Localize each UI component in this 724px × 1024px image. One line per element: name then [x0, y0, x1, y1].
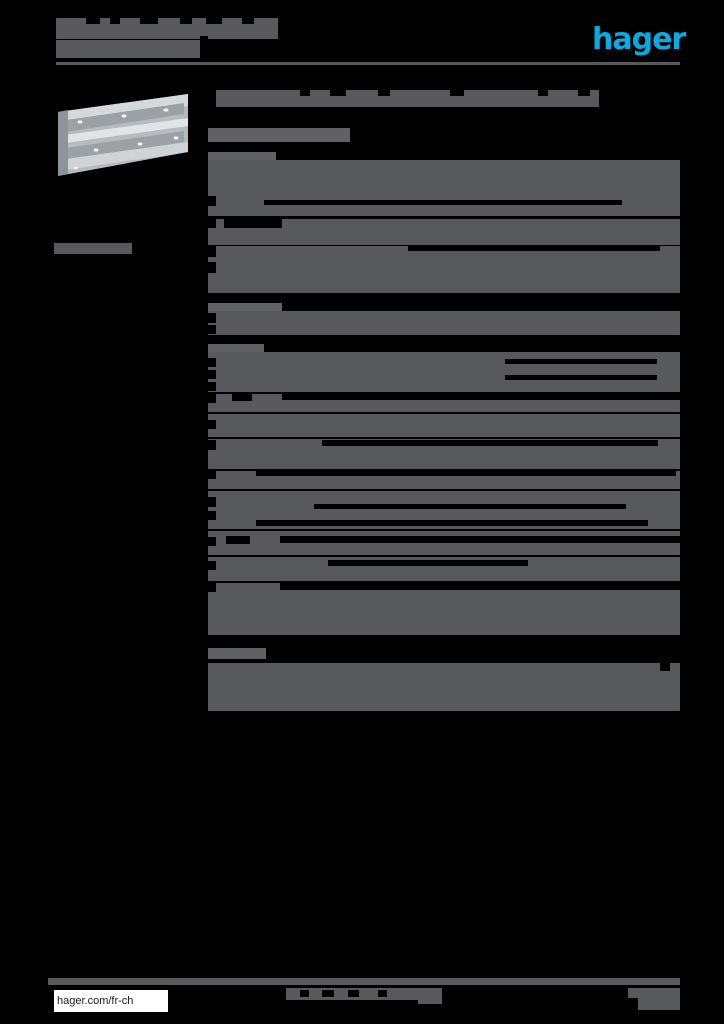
row-separator	[208, 370, 216, 379]
row-separator	[208, 325, 216, 334]
row-separator	[208, 497, 216, 507]
row-separator	[226, 536, 250, 544]
row-separator	[208, 394, 216, 403]
spec-table-block	[208, 311, 680, 335]
row-separator	[232, 394, 252, 401]
header-divider	[56, 62, 680, 65]
intro-line-redacted	[208, 128, 350, 142]
row-separator	[208, 358, 216, 367]
section-heading-redacted	[208, 152, 276, 161]
spec-table-block	[208, 160, 680, 216]
footer-url-highlight	[54, 990, 168, 1012]
hager-logo[interactable]: hager	[592, 22, 686, 57]
section-heading-redacted	[208, 303, 282, 312]
footer-glyph-gap	[348, 990, 359, 997]
row-separator	[208, 561, 216, 570]
title-glyph-gap	[206, 18, 222, 24]
row-separator	[208, 262, 216, 273]
title-glyph-gap	[140, 18, 158, 24]
row-separator	[208, 511, 216, 520]
section-heading-redacted	[208, 344, 264, 353]
row-rule	[322, 440, 658, 446]
heading-glyph-gap	[450, 90, 464, 96]
spec-table-block	[208, 531, 680, 555]
footer-glyph-gap	[286, 1000, 418, 1006]
row-separator	[208, 219, 216, 228]
footer-glyph-gap	[322, 990, 334, 997]
main-heading-redacted	[216, 90, 599, 107]
row-rule	[505, 375, 657, 380]
row-rule	[256, 471, 676, 476]
document-subtitle-redacted	[56, 40, 200, 58]
footer-divider	[48, 978, 680, 985]
heading-glyph-gap	[578, 90, 590, 96]
spec-table-block	[208, 219, 680, 245]
title-glyph-gap	[86, 18, 100, 24]
spec-table-block	[208, 663, 680, 711]
row-rule	[314, 504, 626, 509]
row-separator	[208, 471, 216, 479]
row-rule	[280, 536, 680, 543]
spec-table-block	[208, 414, 680, 437]
spec-table-block	[208, 352, 680, 392]
spec-table-block	[208, 583, 680, 635]
product-image	[54, 88, 194, 186]
row-rule	[328, 560, 528, 566]
row-rule	[282, 394, 680, 400]
section-heading-redacted	[208, 648, 266, 659]
row-rule	[505, 359, 657, 364]
row-separator	[208, 382, 216, 391]
heading-glyph-gap	[538, 90, 548, 96]
row-rule	[408, 246, 660, 251]
row-separator	[208, 420, 216, 429]
heading-glyph-gap	[330, 90, 346, 96]
row-separator	[208, 246, 216, 257]
row-rule	[256, 520, 648, 526]
row-rule	[280, 582, 680, 590]
footer-glyph-gap	[378, 990, 387, 997]
spec-table-block	[208, 246, 680, 293]
title-glyph-gap	[200, 36, 208, 48]
row-separator	[660, 663, 670, 671]
row-separator	[224, 219, 282, 228]
title-glyph-gap	[180, 18, 192, 24]
footer-url-link[interactable]: hager.com/fr-ch	[57, 995, 134, 1007]
row-separator	[208, 583, 216, 592]
row-separator	[208, 537, 216, 546]
cable-trunking-illustration	[58, 94, 188, 176]
footer-glyph-gap	[628, 998, 638, 1010]
row-rule	[264, 200, 622, 205]
product-caption-redacted	[54, 243, 132, 254]
footer-glyph-gap	[300, 990, 309, 997]
row-separator	[208, 313, 216, 323]
heading-glyph-gap	[300, 90, 310, 96]
heading-glyph-gap	[378, 90, 390, 96]
row-separator	[208, 440, 216, 450]
row-separator	[208, 196, 216, 206]
title-glyph-gap	[242, 18, 254, 24]
title-glyph-gap	[110, 18, 120, 24]
footer-page-number-redacted	[628, 988, 680, 1010]
